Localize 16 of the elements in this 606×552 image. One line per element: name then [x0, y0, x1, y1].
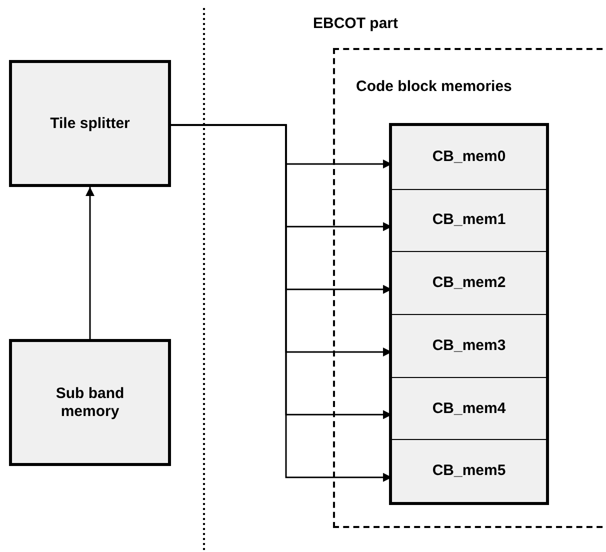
memory-cell [392, 188, 546, 252]
node-label: CB_mem3 [432, 336, 506, 355]
region-heading: EBCOT part [313, 14, 398, 34]
node-label: Sub band memory [54, 384, 126, 420]
node-label: CB_mem2 [432, 274, 506, 292]
node-label: Tile splitter [50, 114, 130, 132]
process-box [9, 339, 171, 466]
node-label: CB_mem4 [432, 400, 506, 418]
node-label: CB_mem1 [432, 211, 506, 230]
memory-stack [389, 123, 549, 505]
process-box [9, 60, 171, 187]
node-label: CB_mem5 [432, 462, 506, 480]
arrow [86, 187, 94, 339]
region-label: Code block memories [356, 77, 512, 97]
memory-cell [392, 376, 546, 440]
node-label: CB_mem0 [432, 148, 506, 166]
